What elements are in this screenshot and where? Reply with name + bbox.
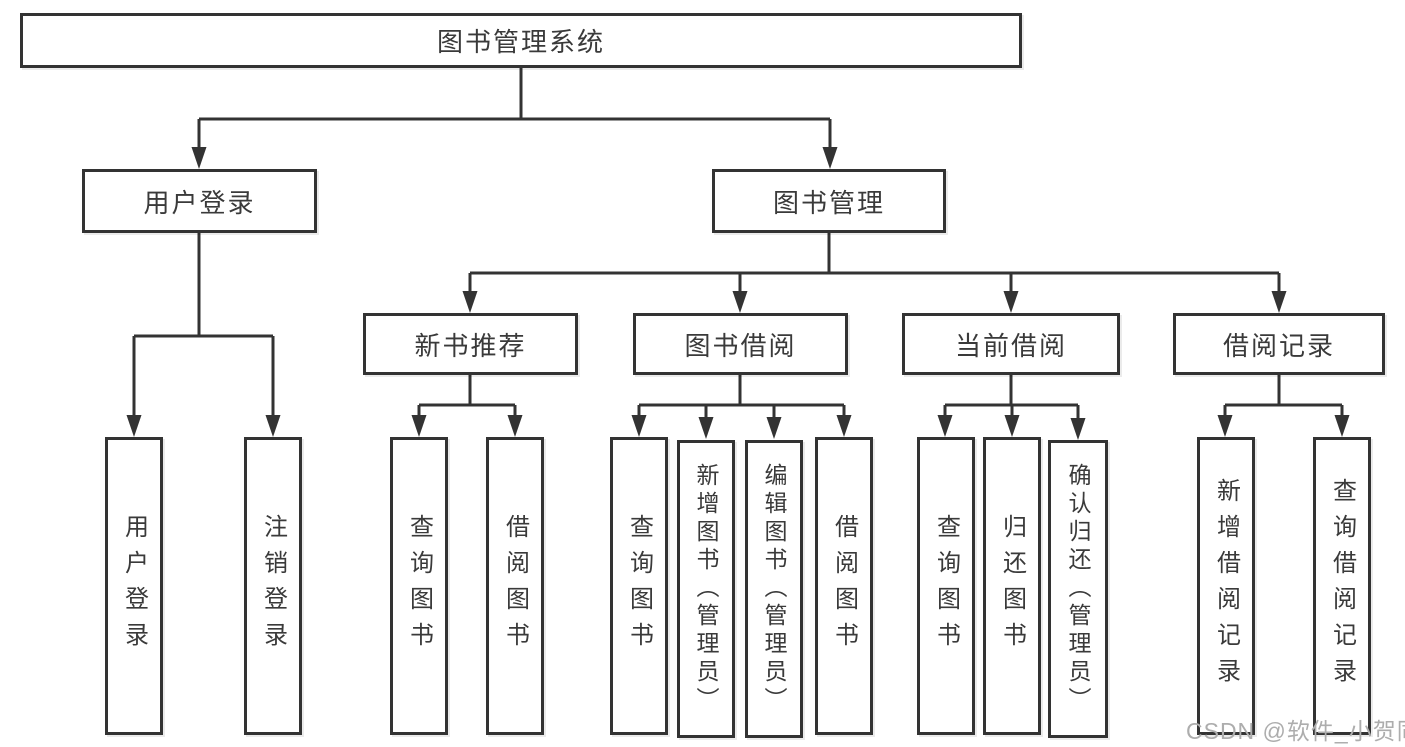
node-book-borrow-label: 图书借阅 [684,330,797,361]
connector-new-book-children [411,375,523,437]
node-user-login-label: 用户登录 [143,187,256,218]
leaf-add-books-admin: 新增图书（管理员） [677,440,735,738]
node-new-book-recommend: 新书推荐 [363,313,578,375]
leaf-confirm-return-admin: 确认归还（管理员） [1048,440,1108,738]
watermark-text: CSDN @软件_小贺同学 [1186,718,1405,744]
node-root-system-label: 图书管理系统 [436,27,605,57]
connector-book-borrow-children [631,375,852,439]
leaf-query-books-3: 查询图书 [917,437,975,735]
leaf-query-books-2: 查询图书 [610,437,668,735]
leaf-add-borrow-record: 新增借阅记录 [1197,437,1255,735]
node-current-borrow: 当前借阅 [902,313,1120,375]
connector-root-to-level2 [191,68,838,169]
leaf-user-login: 用户登录 [105,437,163,735]
connector-book-mgmt-children [462,233,1287,313]
leaf-logout: 注销登录 [244,437,302,735]
leaf-query-borrow-record: 查询借阅记录 [1313,437,1371,735]
leaf-edit-books-admin: 编辑图书（管理员） [745,440,803,738]
leaf-borrow-books-1: 借阅图书 [486,437,544,735]
node-root-system: 图书管理系统 [20,13,1022,68]
node-borrow-records: 借阅记录 [1173,313,1385,375]
node-book-management-label: 图书管理 [772,187,885,218]
leaf-borrow-books-2: 借阅图书 [815,437,873,735]
node-new-book-recommend-label: 新书推荐 [414,330,527,361]
node-book-borrow: 图书借阅 [633,313,848,375]
leaf-return-books: 归还图书 [983,437,1041,735]
connector-current-borrow-children [937,375,1086,440]
node-current-borrow-label: 当前借阅 [954,330,1067,361]
node-borrow-records-label: 借阅记录 [1222,330,1335,361]
connector-user-login-children [126,233,281,437]
leaf-query-books-1: 查询图书 [390,437,448,735]
node-book-management: 图书管理 [712,169,946,233]
connector-borrow-records-children [1217,375,1350,437]
node-user-login: 用户登录 [82,169,317,233]
